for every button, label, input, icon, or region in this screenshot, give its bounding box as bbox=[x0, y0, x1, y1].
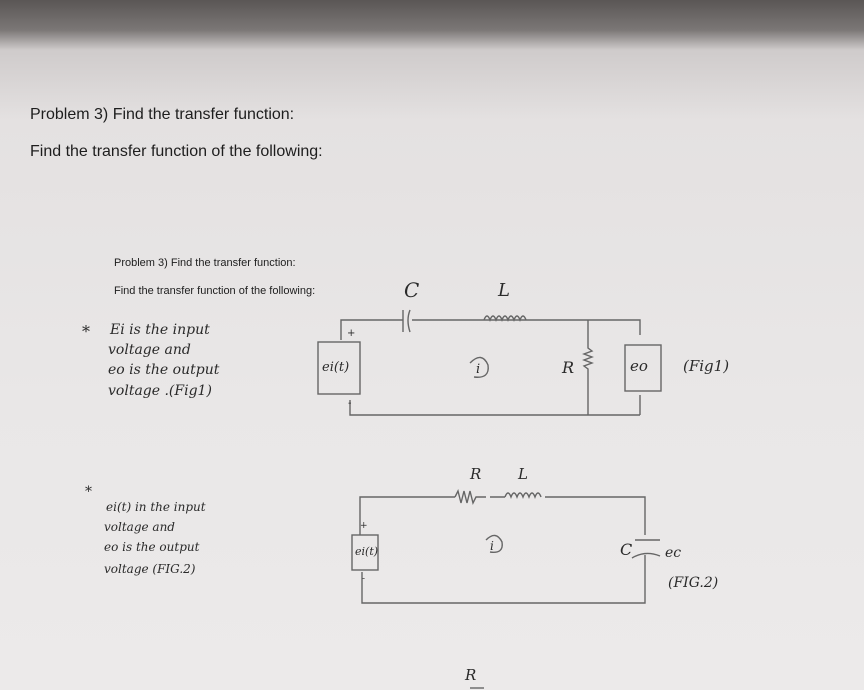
fig2-output-label: ec bbox=[665, 545, 682, 561]
fig2-resistor bbox=[454, 488, 486, 506]
fig1-resistor bbox=[582, 320, 594, 415]
fig1-fig-label: (Fig1) bbox=[683, 357, 730, 375]
fig1-output-box bbox=[624, 344, 662, 392]
fig1-source-label: ei(t) bbox=[322, 360, 350, 375]
problem-subtitle: Find the transfer function of the follow… bbox=[30, 143, 323, 160]
fig2-minus: - bbox=[362, 574, 366, 584]
fig2-note-line: voltage (FIG.2) bbox=[104, 562, 196, 576]
fig3-resistor-label: R bbox=[465, 666, 477, 684]
fig1-resistor-label: R bbox=[562, 358, 575, 377]
fig2-bullet: * bbox=[85, 484, 92, 500]
fig2-circuit bbox=[351, 488, 661, 604]
fig2-note-line: ei(t) in the input bbox=[106, 500, 206, 514]
fig1-source-box bbox=[317, 341, 361, 395]
fig1-note-line: eo is the output bbox=[108, 362, 220, 378]
fig2-resistor-label: R bbox=[470, 465, 482, 483]
fig2-inductor-label: L bbox=[518, 465, 528, 483]
fig1-inductor bbox=[483, 315, 527, 322]
fig1-note-line: voltage and bbox=[108, 342, 191, 358]
fig2-wires bbox=[359, 496, 646, 604]
fig1-wires bbox=[340, 319, 641, 416]
fig1-bullet: * bbox=[82, 322, 90, 341]
fig2-current-loop bbox=[485, 534, 503, 553]
fig1-capacitor-label: C bbox=[404, 278, 420, 302]
fig2-note-line: eo is the output bbox=[104, 540, 200, 554]
fig2-plus: + bbox=[360, 521, 368, 531]
fig2-fig-label: (FIG.2) bbox=[668, 575, 719, 591]
fig2-inductor bbox=[504, 492, 542, 499]
fig1-circuit bbox=[317, 309, 662, 416]
fig1-capacitor bbox=[402, 309, 411, 333]
fig1-current-label: i bbox=[476, 362, 481, 377]
embedded-problem-title: Problem 3) Find the transfer function: bbox=[114, 257, 296, 269]
fig2-source-label: ei(t) bbox=[355, 545, 379, 558]
fig2-capacitor bbox=[631, 539, 661, 559]
fig1-current-loop bbox=[469, 356, 489, 378]
fig1-plus: + bbox=[347, 328, 356, 339]
fig2-note-line: voltage and bbox=[104, 520, 175, 534]
fig1-minus: - bbox=[348, 398, 352, 409]
fig2-capacitor-label: C bbox=[620, 540, 633, 559]
fig1-inductor-label: L bbox=[498, 280, 510, 301]
embedded-problem-subtitle: Find the transfer function of the follow… bbox=[114, 285, 316, 297]
fig1-note-line: voltage .(Fig1) bbox=[108, 383, 212, 399]
fig2-current-label: i bbox=[490, 539, 494, 553]
problem-title: Problem 3) Find the transfer function: bbox=[30, 106, 295, 123]
fig1-note-line: Ei is the input bbox=[110, 322, 210, 338]
fig2-source-box bbox=[351, 534, 379, 571]
fig1-output-label: eo bbox=[630, 357, 648, 375]
